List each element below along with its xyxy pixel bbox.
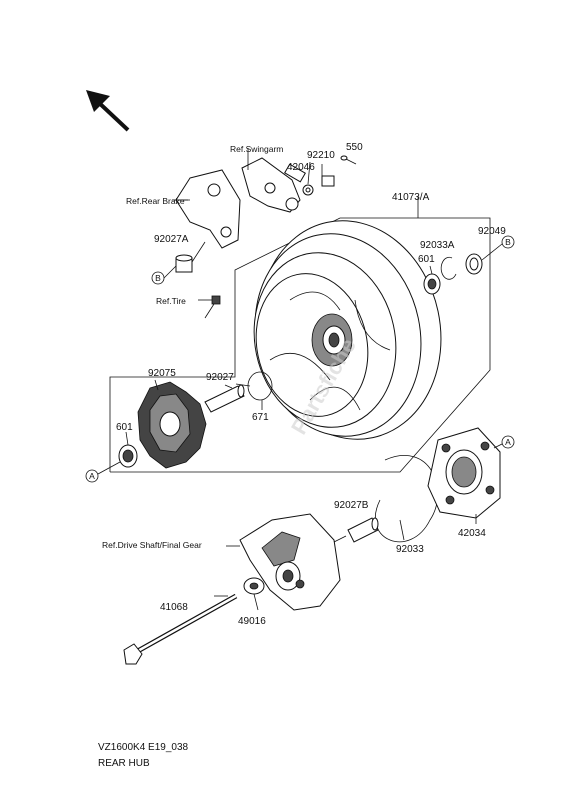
rear-wheel: [253, 220, 442, 440]
svg-text:A: A: [89, 471, 95, 481]
leader-lines: [172, 148, 477, 611]
label-92033a: 92033A: [420, 240, 455, 251]
circlip-92033: [374, 455, 439, 543]
valve-stem: [198, 295, 221, 319]
final-gear-case: [239, 513, 341, 611]
label-671: 671: [252, 412, 269, 423]
collar-92027a: [175, 241, 206, 273]
fastener-group-upper: [302, 155, 357, 196]
label-92075: 92075: [148, 368, 176, 379]
collar-92027b: [347, 517, 379, 543]
marker-b-left: B: [151, 265, 177, 285]
damper-92075: [137, 379, 207, 469]
label-601-left: 601: [116, 422, 133, 433]
flange-42034: [427, 427, 501, 519]
label-42046: 42046: [287, 162, 315, 173]
bearing-601-right: [423, 265, 441, 295]
label-41073a: 41073/A: [392, 192, 430, 203]
diagram-title: REAR HUB: [98, 758, 150, 769]
label-ref-drive-shaft: Ref.Drive Shaft/Final Gear: [102, 540, 202, 550]
label-ref-tire: Ref.Tire: [156, 296, 186, 306]
label-92027b: 92027B: [334, 500, 369, 511]
collar-92027: [204, 384, 245, 413]
label-92027a: 92027A: [154, 234, 189, 245]
oil-seal-92049: [465, 253, 483, 275]
washer-49016: [243, 577, 265, 595]
label-49016: 49016: [238, 616, 266, 627]
label-92049: 92049: [478, 226, 506, 237]
label-550: 550: [346, 142, 363, 153]
label-92033: 92033: [396, 544, 424, 555]
bearing-601-left: [118, 431, 138, 468]
label-92210: 92210: [307, 150, 335, 161]
orientation-arrow-icon: [86, 90, 130, 132]
diagram-code: VZ1600K4 E19_038: [98, 742, 189, 753]
label-601-right: 601: [418, 254, 435, 265]
marker-a-left: A: [85, 461, 121, 483]
label-41068: 41068: [160, 602, 188, 613]
assembly-frame: [109, 217, 491, 473]
circlip-92033a: [440, 256, 457, 280]
label-42034: 42034: [458, 528, 486, 539]
label-ref-swingarm: Ref.Swingarm: [230, 144, 283, 154]
label-ref-rear-brake: Ref.Rear Brake: [126, 196, 185, 206]
svg-text:B: B: [155, 273, 161, 283]
marker-b-right: B: [481, 235, 515, 261]
marker-a-right: A: [493, 435, 515, 449]
label-92027: 92027: [206, 372, 234, 383]
axle-41068: [123, 593, 238, 665]
svg-text:B: B: [505, 237, 511, 247]
swingarm-bracket: [241, 157, 306, 213]
svg-text:A: A: [505, 437, 511, 447]
